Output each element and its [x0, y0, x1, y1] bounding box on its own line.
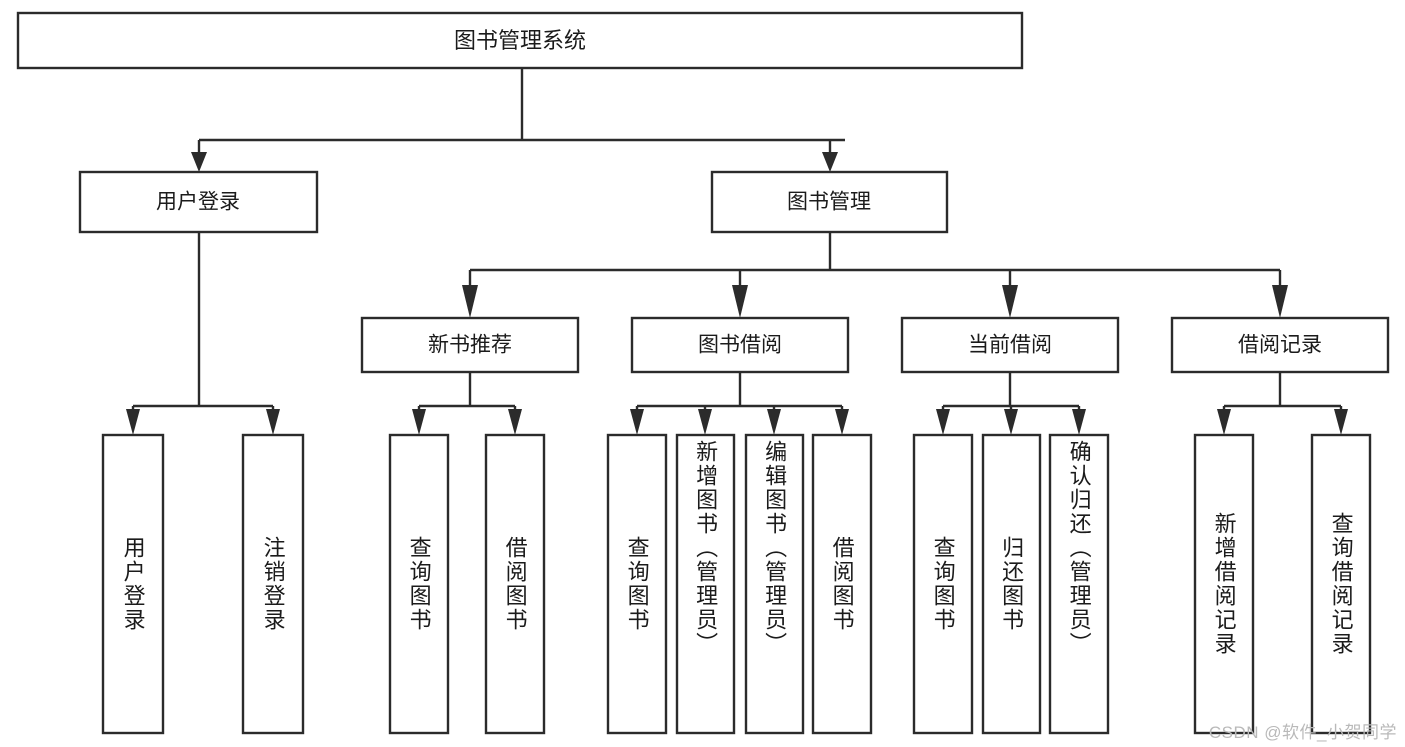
node-book-borrow-box[interactable] — [630, 316, 850, 374]
arrow-head-cb-2 — [1004, 409, 1018, 435]
arrow-head-nb-2 — [508, 409, 522, 435]
arrow-head-ul-2 — [266, 409, 280, 435]
node-current-borrow-label: 当前借阅 — [968, 334, 1052, 357]
arrow-head-cb-3 — [1072, 409, 1086, 435]
leaf-box-borrowrecord-query[interactable] — [1310, 433, 1372, 735]
arrow-head-ul-1 — [126, 409, 140, 435]
arrow-head-new-book — [462, 285, 478, 318]
arrow-head-user-login — [191, 152, 207, 172]
arrow-head-br-2 — [1334, 409, 1348, 435]
node-borrow-record[interactable]: 借阅记录 — [1170, 316, 1390, 374]
node-book-manage-label: 图书管理 — [787, 191, 871, 214]
node-current-borrow-box[interactable] — [900, 316, 1120, 374]
leaf-box-user-login-login[interactable] — [101, 433, 165, 735]
arrow-head-bb-1 — [630, 409, 644, 435]
node-new-book-recommend-box[interactable] — [360, 316, 580, 374]
node-borrow-record-label: 借阅记录 — [1238, 334, 1322, 357]
node-new-book-recommend-label: 新书推荐 — [428, 334, 512, 357]
arrow-head-current-borrow — [1002, 285, 1018, 318]
arrow-head-bb-4 — [835, 409, 849, 435]
arrow-head-book-manage — [822, 152, 838, 172]
connector-root-to-level2 — [191, 68, 845, 172]
node-current-borrow[interactable]: 当前借阅 — [900, 316, 1120, 374]
connector-bookmanage-to-level3 — [462, 232, 1288, 318]
leaf-box-bookborrow-borrow[interactable] — [811, 433, 873, 735]
node-new-book-recommend[interactable]: 新书推荐 — [360, 316, 580, 374]
leaf-box-newbook-borrow[interactable] — [484, 433, 546, 735]
node-user-login[interactable]: 用户登录 — [78, 170, 319, 234]
leaf-box-currentborrow-confirm[interactable] — [1048, 433, 1110, 735]
leaf-box-newbook-query[interactable] — [388, 433, 450, 735]
arrow-head-borrow-record — [1272, 285, 1288, 318]
connector-bookborrow-to-leaves — [630, 372, 849, 435]
connector-newbook-to-leaves — [412, 372, 522, 435]
connector-currentborrow-to-leaves — [936, 372, 1086, 435]
node-book-manage[interactable]: 图书管理 — [710, 170, 949, 234]
leaf-box-borrowrecord-add[interactable] — [1193, 433, 1255, 735]
arrow-head-cb-1 — [936, 409, 950, 435]
csdn-watermark: CSDN @软件_小贺同学 — [1208, 723, 1397, 742]
node-user-login-box[interactable] — [78, 170, 319, 234]
arrow-head-nb-1 — [412, 409, 426, 435]
connector-borrowrecord-to-leaves — [1217, 372, 1348, 435]
arrow-head-bb-2 — [698, 409, 712, 435]
arrow-head-bb-3 — [767, 409, 781, 435]
node-root-system-box[interactable] — [16, 11, 1024, 70]
leaf-box-currentborrow-query[interactable] — [912, 433, 974, 735]
arrow-head-book-borrow — [732, 285, 748, 318]
leaf-box-bookborrow-add[interactable] — [675, 433, 736, 735]
node-root-system-label: 图书管理系统 — [454, 28, 586, 53]
leaf-box-user-login-logout[interactable] — [241, 433, 305, 735]
node-borrow-record-box[interactable] — [1170, 316, 1390, 374]
leaf-box-bookborrow-query[interactable] — [606, 433, 668, 735]
connector-userlogin-to-leaves — [126, 232, 280, 435]
node-book-borrow-label: 图书借阅 — [698, 334, 782, 357]
node-book-borrow[interactable]: 图书借阅 — [630, 316, 850, 374]
leaf-box-bookborrow-edit[interactable] — [744, 433, 805, 735]
arrow-head-br-1 — [1217, 409, 1231, 435]
node-root-system[interactable]: 图书管理系统 — [16, 11, 1024, 70]
leaf-box-currentborrow-return[interactable] — [981, 433, 1042, 735]
node-book-manage-box[interactable] — [710, 170, 949, 234]
node-user-login-label: 用户登录 — [156, 191, 240, 214]
